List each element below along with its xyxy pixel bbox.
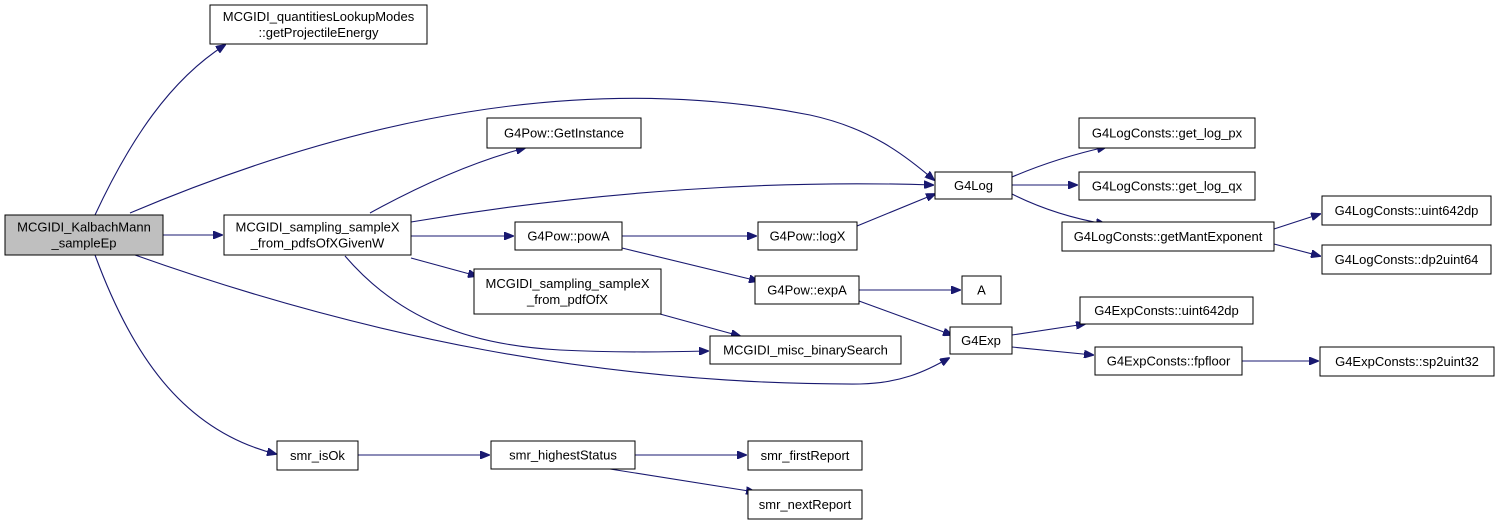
node-label: G4Log [954, 178, 993, 193]
edge-kalbach-to-g4log [129, 97, 934, 214]
node-fpfloor[interactable]: G4ExpConsts::fpfloor [1094, 346, 1243, 376]
node-label: MCGIDI_misc_binarySearch [723, 343, 888, 358]
node-label: A [977, 283, 986, 298]
node-getinstance[interactable]: G4Pow::GetInstance [486, 117, 642, 149]
edge-g4exp-to-exp_uint642dp [1011, 324, 1085, 336]
node-box [949, 326, 1013, 355]
node-box [1319, 346, 1495, 377]
node-box [1321, 244, 1492, 275]
node-label: G4LogConsts::uint642dp [1335, 203, 1479, 218]
node-box [486, 117, 642, 149]
node-label: MCGIDI_sampling_sampleX [235, 220, 399, 235]
node-box [473, 268, 662, 315]
node-box [754, 275, 860, 305]
edge-kalbach-to-isOk [94, 254, 276, 454]
edge-logX-to-g4log [856, 194, 935, 227]
node-label: _from_pdfsOfXGivenW [250, 236, 385, 251]
node-sampleX_pdf[interactable]: MCGIDI_sampling_sampleX_from_pdfOfX [473, 268, 662, 315]
node-box [4, 214, 164, 256]
node-box [1078, 171, 1256, 201]
node-expA[interactable]: G4Pow::expA [754, 275, 860, 305]
node-log_uint642dp[interactable]: G4LogConsts::uint642dp [1321, 195, 1492, 226]
node-label: _from_pdfOfX [526, 292, 608, 307]
edge-kalbach-to-g4exp [134, 254, 949, 385]
node-kalbach[interactable]: MCGIDI_KalbachMann_sampleEp [4, 214, 164, 256]
node-label: smr_isOk [290, 448, 345, 463]
edge-getMant-to-log_uint642dp [1273, 214, 1320, 230]
node-label: G4ExpConsts::sp2uint32 [1335, 354, 1479, 369]
node-label: G4Pow::expA [767, 283, 847, 298]
node-label: G4Exp [961, 333, 1001, 348]
node-box [1079, 296, 1254, 325]
node-box [490, 440, 636, 470]
edge-powA-to-expA [621, 247, 758, 281]
node-label: smr_firstReport [761, 448, 850, 463]
node-isOk[interactable]: smr_isOk [276, 440, 359, 471]
edges-layer [94, 45, 1320, 492]
node-qlm[interactable]: MCGIDI_quantitiesLookupModes::getProject… [209, 4, 428, 45]
node-powA[interactable]: G4Pow::powA [514, 221, 623, 251]
node-label: MCGIDI_KalbachMann [17, 220, 151, 235]
nodes-layer: MCGIDI_KalbachMann_sampleEp MCGIDI_quanti… [4, 4, 1495, 520]
edge-kalbach-to-qlm [94, 45, 225, 216]
node-get_log_px[interactable]: G4LogConsts::get_log_px [1078, 117, 1256, 149]
node-label: G4LogConsts::get_log_px [1092, 126, 1243, 141]
node-label: G4Pow::logX [770, 229, 846, 244]
edge-g4exp-to-fpfloor [1011, 346, 1093, 355]
node-box [757, 221, 858, 251]
node-label: ::getProjectileEnergy [259, 25, 379, 40]
node-label: MCGIDI_quantitiesLookupModes [223, 9, 415, 24]
node-label: G4ExpConsts::uint642dp [1094, 303, 1239, 318]
edge-getMant-to-log_dp2uint64 [1273, 243, 1320, 256]
edge-highest-to-next [609, 468, 755, 492]
node-highest[interactable]: smr_highestStatus [490, 440, 636, 470]
node-box [223, 214, 412, 256]
node-box [747, 489, 863, 520]
node-logX[interactable]: G4Pow::logX [757, 221, 858, 251]
node-box [209, 4, 428, 45]
node-sp2uint32[interactable]: G4ExpConsts::sp2uint32 [1319, 346, 1495, 377]
node-box [1321, 195, 1492, 226]
node-box [514, 221, 623, 251]
edge-sampleX_pdf-to-binsearch [659, 313, 740, 336]
node-label: G4LogConsts::dp2uint64 [1335, 252, 1479, 267]
edge-g4log-to-get_log_px [1011, 147, 1106, 178]
node-exp_uint642dp[interactable]: G4ExpConsts::uint642dp [1079, 296, 1254, 325]
edge-sampleX_given-to-sampleX_pdf [410, 257, 477, 276]
node-box [747, 440, 863, 471]
node-log_dp2uint64[interactable]: G4LogConsts::dp2uint64 [1321, 244, 1492, 275]
edge-sampleX_given-to-g4log [410, 184, 933, 223]
node-sampleX_given[interactable]: MCGIDI_sampling_sampleX_from_pdfsOfXGive… [223, 214, 412, 256]
node-label: G4ExpConsts::fpfloor [1107, 354, 1231, 369]
node-box [934, 171, 1013, 200]
node-next[interactable]: smr_nextReport [747, 489, 863, 520]
node-get_log_qx[interactable]: G4LogConsts::get_log_qx [1078, 171, 1256, 201]
node-label: smr_highestStatus [509, 448, 617, 463]
node-label: smr_nextReport [759, 497, 852, 512]
node-label: G4Pow::GetInstance [504, 126, 624, 141]
edge-expA-to-g4exp [858, 300, 952, 335]
node-A[interactable]: A [961, 275, 1002, 305]
node-box [961, 275, 1002, 305]
node-box [1078, 117, 1256, 149]
node-box [276, 440, 359, 471]
node-label: G4LogConsts::getMantExponent [1074, 229, 1263, 244]
node-label: MCGIDI_sampling_sampleX [485, 276, 649, 291]
node-label: G4Pow::powA [527, 229, 610, 244]
node-label: _sampleEp [50, 236, 116, 251]
node-box [1061, 221, 1275, 252]
node-g4exp[interactable]: G4Exp [949, 326, 1013, 355]
node-first[interactable]: smr_firstReport [747, 440, 863, 471]
node-g4log[interactable]: G4Log [934, 171, 1013, 200]
node-getMant[interactable]: G4LogConsts::getMantExponent [1061, 221, 1275, 252]
node-binsearch[interactable]: MCGIDI_misc_binarySearch [709, 335, 902, 365]
node-box [709, 335, 902, 365]
edge-sampleX_given-to-getinstance [369, 148, 525, 214]
node-label: G4LogConsts::get_log_qx [1092, 179, 1243, 194]
edge-sampleX_given-to-binsearch [344, 255, 708, 352]
node-box [1094, 346, 1243, 376]
